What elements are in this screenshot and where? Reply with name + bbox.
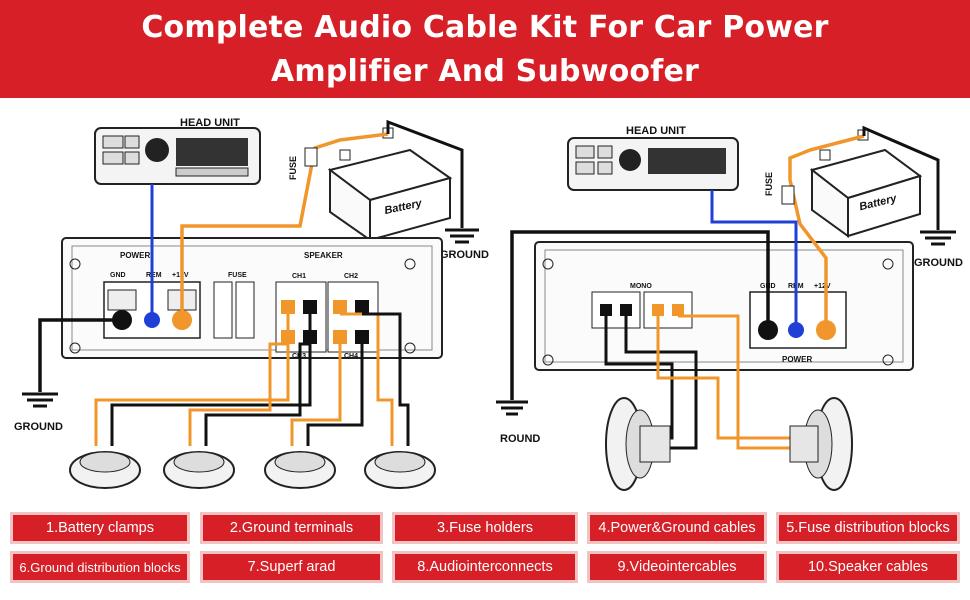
left-power-label: POWER — [120, 251, 150, 260]
right-subwoofers — [605, 397, 853, 491]
left-gnd-label: GND — [110, 272, 126, 279]
component-item-2: 2.Ground terminals — [200, 512, 383, 544]
left-fuse-panel-label: FUSE — [228, 272, 247, 279]
component-item-10: 10.Speaker cables — [776, 551, 960, 583]
right-ground-bottom: ROUND — [496, 400, 540, 445]
left-head-unit: HEAD UNIT — [94, 117, 261, 185]
right-mono-label: MONO — [630, 283, 652, 290]
right-fuse-label: FUSE — [764, 172, 774, 196]
right-amplifier: MONO GND REM +12V POWER — [534, 241, 914, 371]
component-item-7: 7.Superf arad — [200, 551, 383, 583]
component-item-9: 9.Videointercables — [587, 551, 767, 583]
left-ch2-label: CH2 — [344, 273, 358, 280]
component-item-3: 3.Fuse holders — [392, 512, 578, 544]
component-item-4: 4.Power&Ground cables — [587, 512, 767, 544]
left-rem-label: REM — [146, 272, 162, 279]
right-head-unit: HEAD UNIT — [567, 125, 739, 191]
right-power-label: POWER — [782, 355, 812, 364]
left-ground-top-label: GROUND — [440, 249, 489, 261]
right-ground-top: GROUND — [914, 218, 963, 269]
title-line-2: Amplifier And Subwoofer — [270, 54, 700, 89]
left-ch1-label: CH1 — [292, 273, 306, 280]
right-12v-label: +12V — [814, 283, 831, 290]
right-wiring-diagram: HEAD UNIT Battery GROUND MONO — [496, 125, 963, 491]
component-item-5: 5.Fuse distribution blocks — [776, 512, 960, 544]
left-ground-top: GROUND — [440, 215, 489, 261]
component-item-8: 8.Audiointerconnects — [392, 551, 578, 583]
left-ch4-label: CH4 — [344, 353, 358, 360]
right-ground-bottom-label: ROUND — [500, 433, 540, 445]
component-item-1: 1.Battery clamps — [10, 512, 190, 544]
title-line-1: Complete Audio Cable Kit For Car Power — [141, 10, 829, 45]
left-wiring-diagram: HEAD UNIT Battery GROUND POWER — [14, 117, 489, 489]
right-head-unit-label: HEAD UNIT — [626, 125, 686, 137]
left-amplifier: POWER GND REM +12V FUSE SPEAKER CH1 CH2 … — [61, 237, 443, 360]
left-ground-bottom: GROUND — [14, 392, 63, 433]
left-head-unit-label: HEAD UNIT — [180, 117, 240, 129]
left-battery: Battery — [327, 127, 453, 242]
right-battery: Battery — [809, 129, 923, 238]
right-ground-top-label: GROUND — [914, 257, 963, 269]
title-banner: Complete Audio Cable Kit For Car Power A… — [0, 0, 970, 98]
left-ground-bottom-label: GROUND — [14, 421, 63, 433]
wiring-diagram: HEAD UNIT Battery GROUND POWER — [14, 117, 963, 491]
left-fuse-label: FUSE — [288, 156, 298, 180]
component-list: 1.Battery clamps 2.Ground terminals 3.Fu… — [0, 508, 970, 600]
left-speaker-label: SPEAKER — [304, 251, 343, 260]
left-speakers — [69, 451, 436, 489]
component-item-6: 6.Ground distribution blocks — [10, 551, 190, 583]
